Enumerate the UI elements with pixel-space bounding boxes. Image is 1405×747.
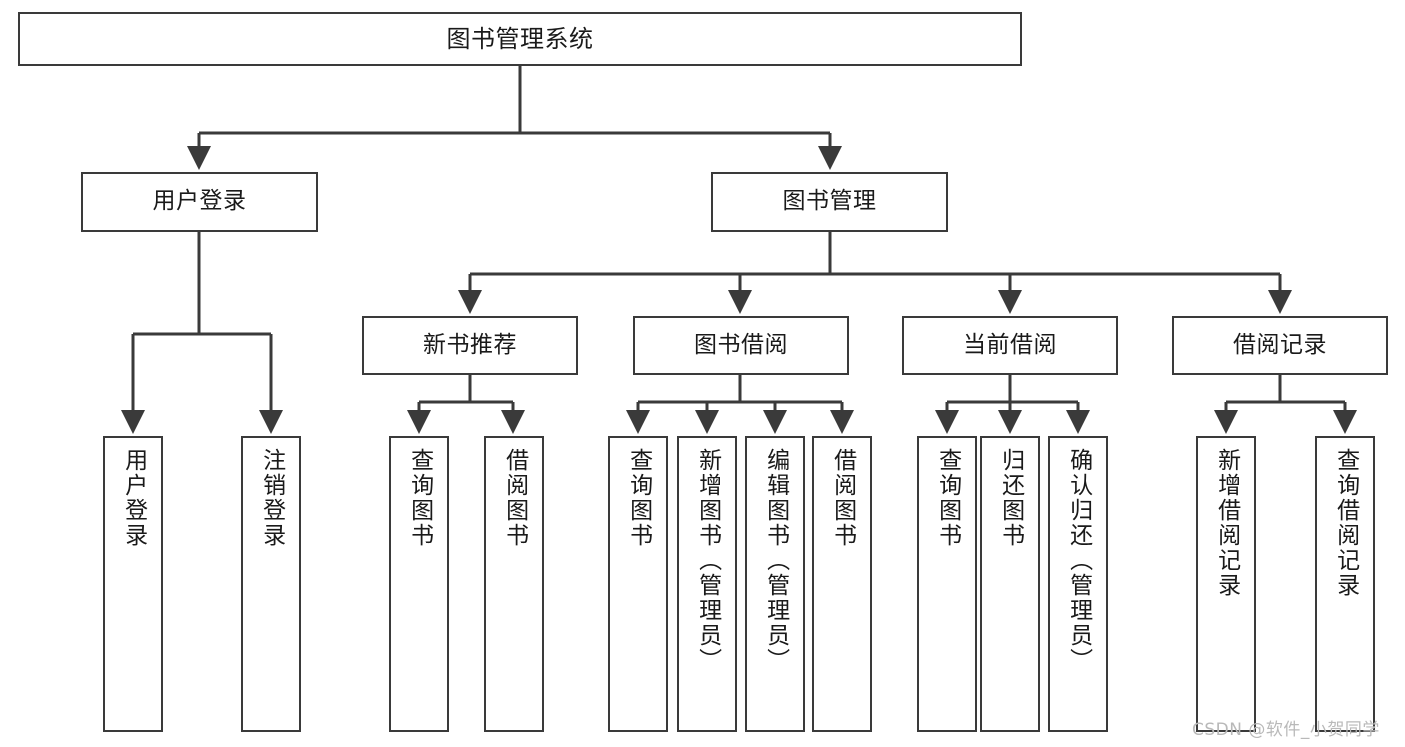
node-user-login[interactable]: 用户登录 <box>81 172 318 232</box>
watermark-text: CSDN @软件_小贺同学 <box>1192 720 1380 740</box>
node-root-book-management-system[interactable]: 图书管理系统 <box>18 12 1022 66</box>
node-label: 图书管理系统 <box>446 24 594 53</box>
leaf-query-book-recommend[interactable]: 查询图书 <box>389 436 449 732</box>
leaf-edit-book-admin[interactable]: 编辑图书（管理员） <box>745 436 805 732</box>
node-label: 借阅图书 <box>501 448 528 548</box>
node-label: 借阅图书 <box>829 448 856 548</box>
node-label: 新增图书（管理员） <box>694 448 721 673</box>
node-book-management[interactable]: 图书管理 <box>711 172 948 232</box>
leaf-query-book-current[interactable]: 查询图书 <box>917 436 977 732</box>
node-label: 借阅记录 <box>1233 331 1327 358</box>
node-label: 新书推荐 <box>423 331 517 358</box>
node-label: 图书借阅 <box>694 331 788 358</box>
leaf-user-login[interactable]: 用户登录 <box>103 436 163 732</box>
node-label: 查询借阅记录 <box>1332 448 1359 598</box>
leaf-confirm-return-admin[interactable]: 确认归还（管理员） <box>1048 436 1108 732</box>
node-label: 查询图书 <box>934 448 961 548</box>
node-book-borrow[interactable]: 图书借阅 <box>633 316 849 375</box>
leaf-query-borrow-record[interactable]: 查询借阅记录 <box>1315 436 1375 732</box>
node-label: 图书管理 <box>782 188 877 215</box>
node-label: 新增借阅记录 <box>1213 448 1240 598</box>
node-label: 当前借阅 <box>963 331 1057 358</box>
leaf-logout-login[interactable]: 注销登录 <box>241 436 301 732</box>
node-label: 查询图书 <box>406 448 433 548</box>
node-label: 查询图书 <box>625 448 652 548</box>
leaf-query-book-borrow[interactable]: 查询图书 <box>608 436 668 732</box>
leaf-add-book-admin[interactable]: 新增图书（管理员） <box>677 436 737 732</box>
leaf-borrow-book-recommend[interactable]: 借阅图书 <box>484 436 544 732</box>
node-label: 确认归还（管理员） <box>1065 448 1092 673</box>
node-label: 注销登录 <box>258 448 285 548</box>
node-borrow-record[interactable]: 借阅记录 <box>1172 316 1388 375</box>
leaf-borrow-book-borrow[interactable]: 借阅图书 <box>812 436 872 732</box>
node-new-book-recommend[interactable]: 新书推荐 <box>362 316 578 375</box>
leaf-add-borrow-record[interactable]: 新增借阅记录 <box>1196 436 1256 732</box>
node-current-borrow[interactable]: 当前借阅 <box>902 316 1118 375</box>
node-label: 编辑图书（管理员） <box>762 448 789 673</box>
node-label: 用户登录 <box>120 448 147 548</box>
node-label: 归还图书 <box>997 448 1024 548</box>
leaf-return-book[interactable]: 归还图书 <box>980 436 1040 732</box>
node-label: 用户登录 <box>152 188 247 215</box>
